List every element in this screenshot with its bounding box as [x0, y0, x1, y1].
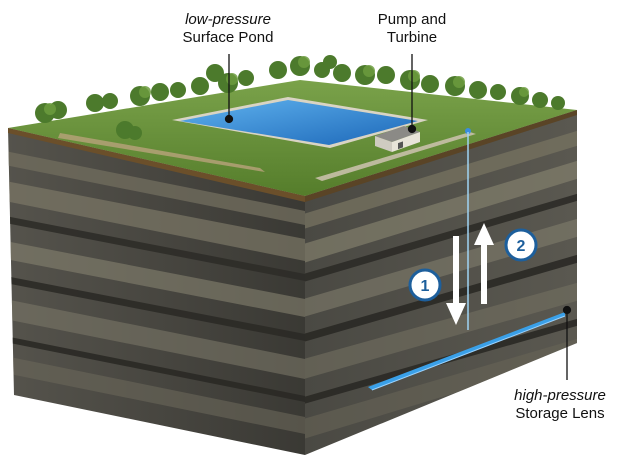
block-left-face: [8, 128, 305, 455]
step-2-number: 2: [517, 238, 526, 255]
step-badge-1: 1: [408, 268, 442, 302]
lens-label: high-pressure Storage Lens: [505, 387, 615, 423]
wellhead: [465, 128, 471, 134]
lens-label-line1: high-pressure: [514, 387, 606, 404]
pond-label: low-pressure Surface Pond: [168, 11, 288, 47]
pond-label-line1: low-pressure: [185, 11, 271, 28]
storage-lens: [368, 312, 566, 391]
access-road: [315, 132, 476, 181]
step-badge-2: 2: [504, 228, 538, 262]
pond-water: [180, 100, 418, 145]
pump-label-line2: Turbine: [386, 29, 438, 46]
surface-pond: [172, 97, 428, 148]
step-1-number: 1: [421, 278, 430, 295]
trees: [35, 55, 565, 140]
lens-label-line2: Storage Lens: [515, 405, 605, 422]
left-strata: [8, 150, 305, 435]
pond-label-line2: Surface Pond: [182, 29, 274, 46]
pump-label: Pump and Turbine: [362, 11, 462, 47]
down-arrow-icon: [446, 236, 466, 325]
up-arrow-icon: [474, 223, 494, 304]
leader-lines: [224, 54, 572, 380]
pump-label-line1: Pump and: [377, 11, 447, 28]
dirt-path: [58, 133, 265, 172]
